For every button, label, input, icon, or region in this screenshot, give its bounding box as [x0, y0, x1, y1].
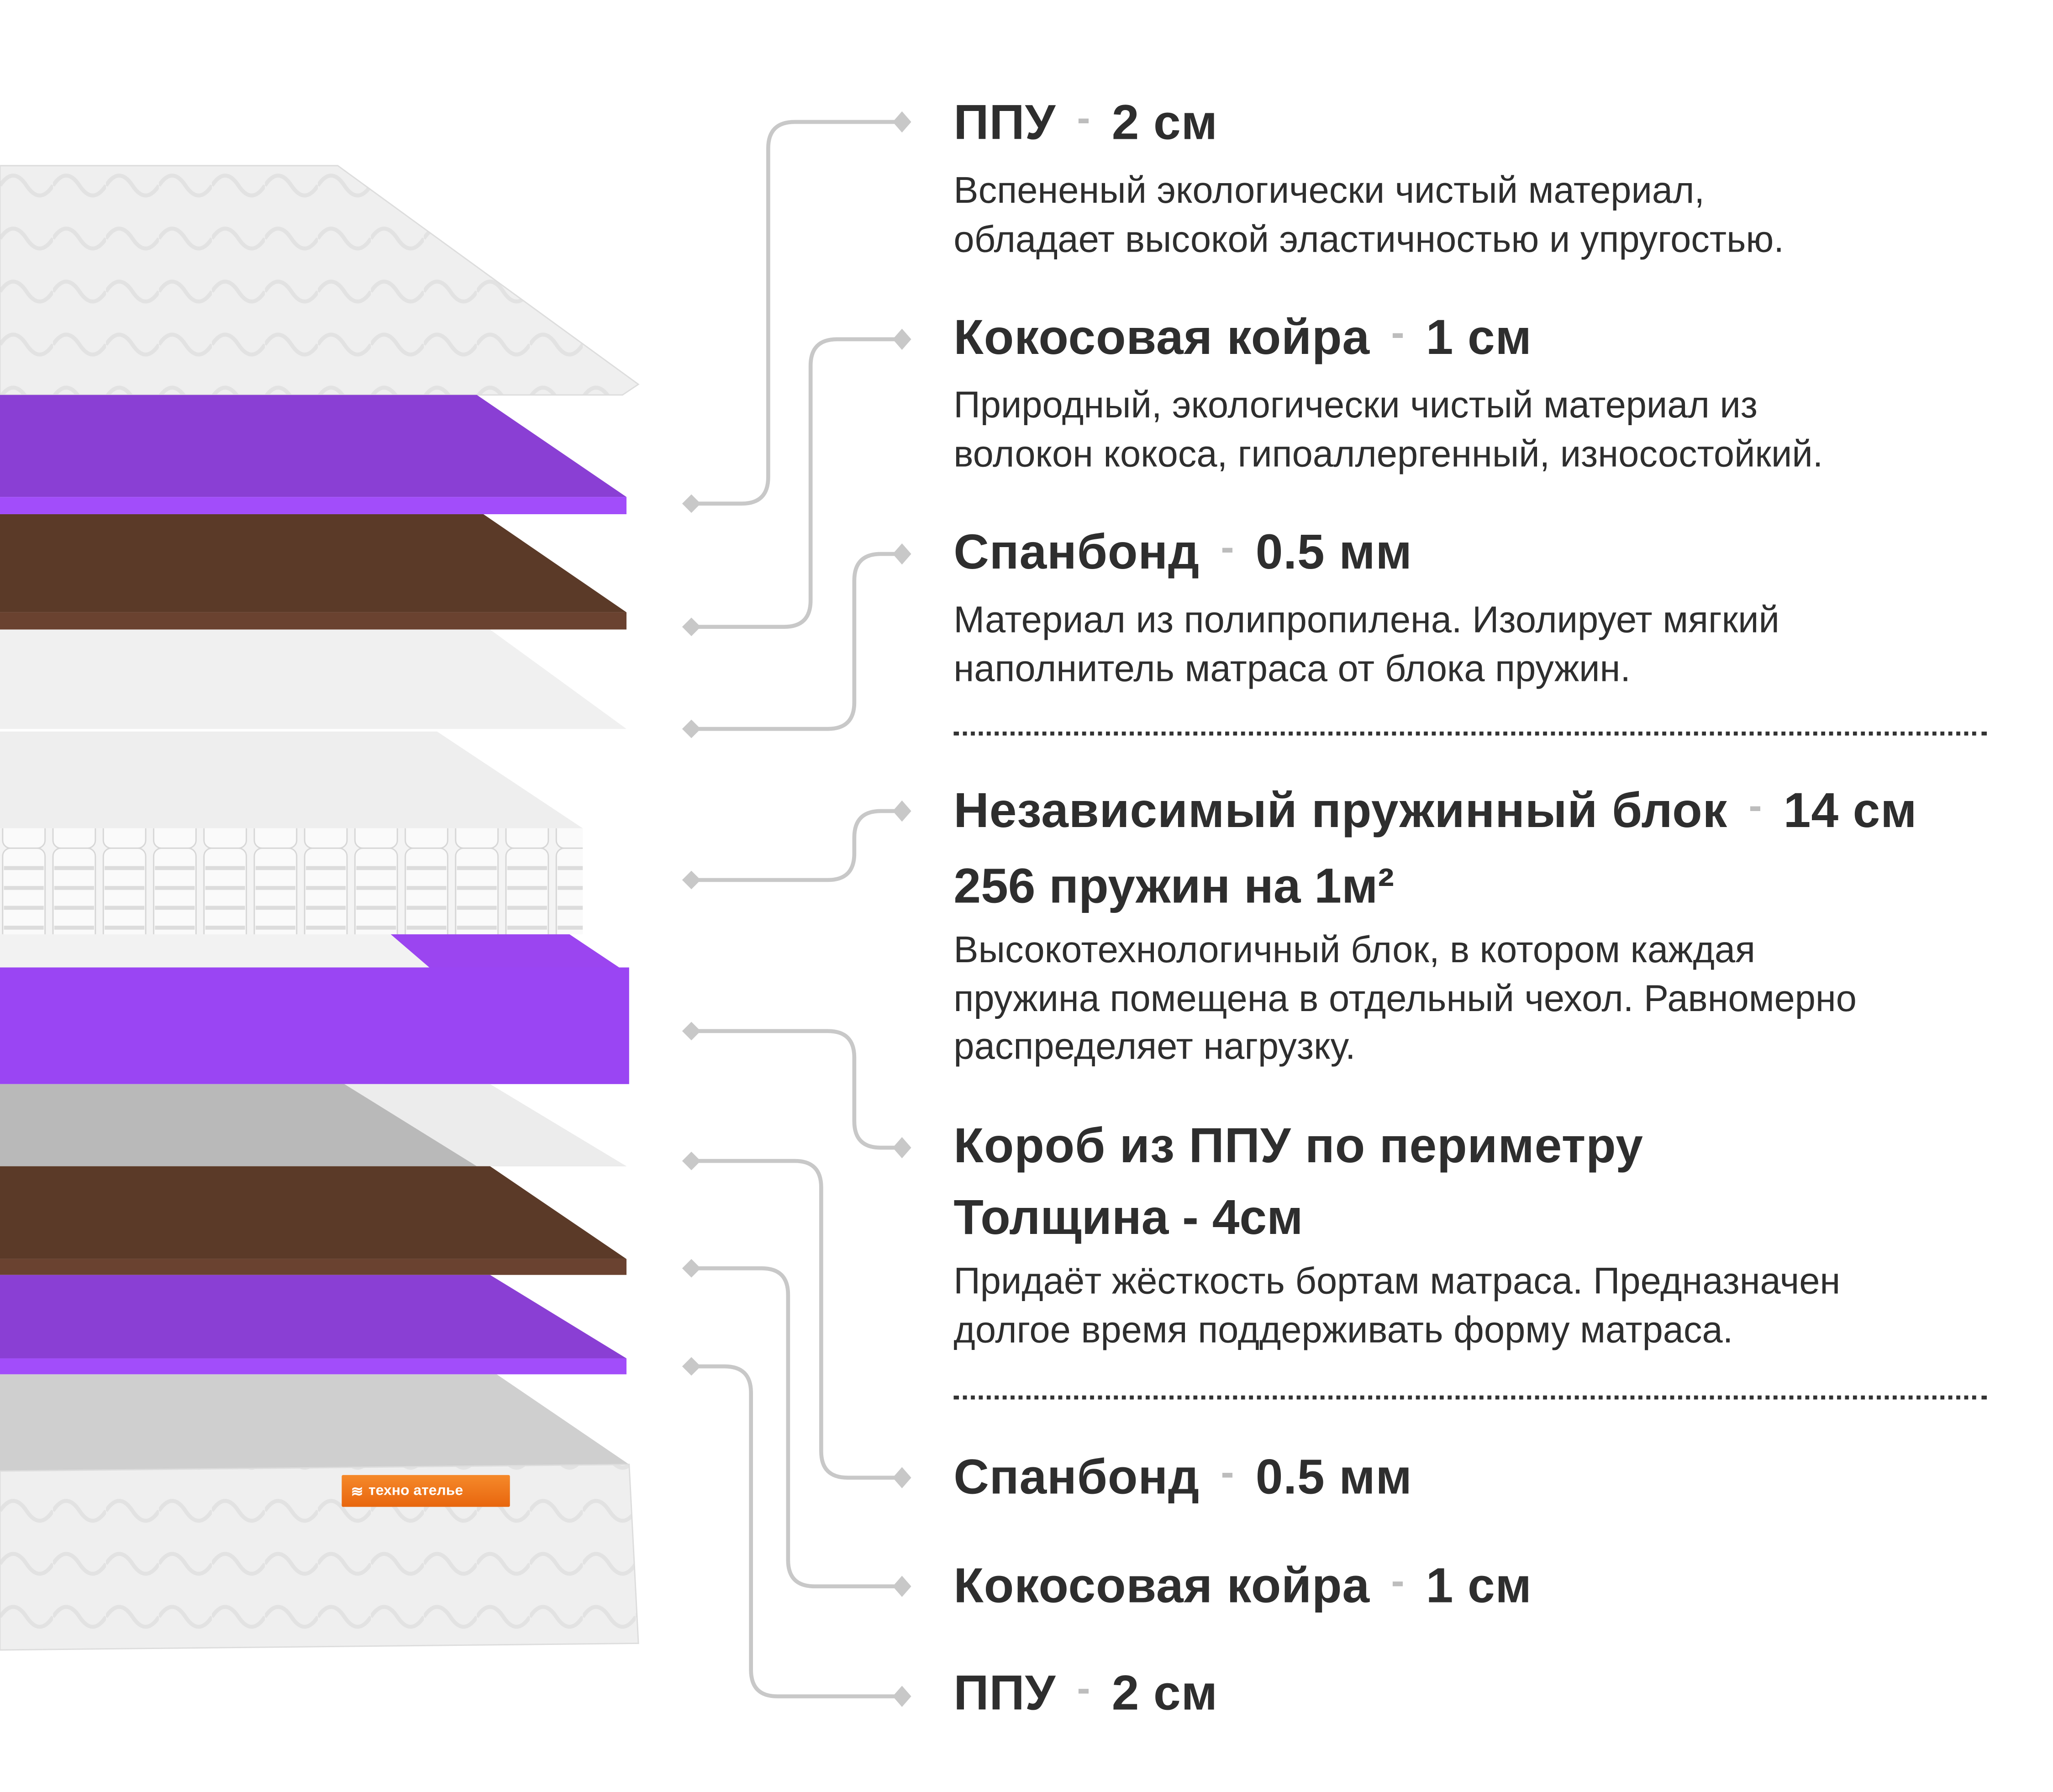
layer-info-spanbond-top: Спанбонд-0.5 мм Материал из полипропилен…: [953, 526, 1779, 693]
desc-line: долгое время поддерживать форму матраса.: [953, 1308, 1733, 1350]
brand-label: ≋ техно ателье: [342, 1475, 510, 1507]
layer-size: 1 см: [1426, 1558, 1532, 1613]
desc-line: Природный, экологически чистый материал …: [953, 384, 1758, 426]
connector-diamonds: [682, 111, 911, 1707]
connector-7: [691, 1266, 901, 1589]
layer-info-ppu-bottom: ППУ-2 см: [953, 1666, 1218, 1724]
desc-line: распределяет нагрузку.: [953, 1026, 1356, 1067]
layer-size: 2 см: [1111, 1666, 1218, 1720]
layer-size: 0.5 мм: [1255, 525, 1412, 580]
connector-3: [691, 552, 901, 731]
layer-foam-top: [0, 395, 626, 514]
separator: -: [1221, 526, 1235, 570]
connector-6: [691, 1159, 901, 1480]
desc-line: Высокотехнологичный блок, в котором кажд…: [953, 929, 1756, 970]
separator: -: [1391, 1560, 1405, 1604]
connector-8: [691, 1364, 901, 1698]
layer-spring-block: [0, 731, 583, 934]
desc-line: Материал из полипропилена. Изолирует мяг…: [953, 599, 1779, 640]
desc-line: Вспененый экологически чистый материал,: [953, 169, 1705, 211]
layer-subtitle: Толщина - 4см: [953, 1190, 1303, 1244]
layer-title: Спанбонд: [953, 1449, 1200, 1504]
layer-subtitle: 256 пружин на 1м²: [953, 859, 1395, 913]
layer-title: Короб из ППУ по периметру: [953, 1118, 1643, 1173]
layer-perimeter-box: [0, 934, 629, 1084]
desc-line: Придаёт жёсткость бортам матраса. Предна…: [953, 1260, 1841, 1302]
layer-coir-bottom: [0, 1166, 626, 1275]
layer-spanbond-bottom: [0, 1084, 626, 1166]
layer-info-spanbond-bottom: Спанбонд-0.5 мм: [953, 1449, 1412, 1508]
separator: -: [1221, 1451, 1235, 1495]
desc-line: волокон кокоса, гипоаллергенный, износос…: [953, 432, 1823, 474]
separator: -: [1748, 784, 1763, 828]
layer-size: 14 см: [1783, 783, 1917, 838]
layer-title: Кокосовая койра: [953, 310, 1370, 365]
separator: -: [1391, 311, 1405, 355]
layer-spanbond-top: [0, 629, 626, 729]
layer-foam-bottom: [0, 1275, 626, 1375]
layer-top-cover: [0, 165, 640, 396]
brand-name: техно ателье: [368, 1483, 463, 1499]
connector-5: [691, 1029, 901, 1150]
layer-title: Спанбонд: [953, 525, 1200, 580]
layer-info-coir-bottom: Кокосовая койра-1 см: [953, 1558, 1532, 1617]
layer-coir-top: [0, 514, 626, 630]
layers-logo-icon: ≋: [351, 1483, 363, 1500]
layer-info-spring-block: Независимый пружинный блок-14 см 256 пру…: [953, 783, 1917, 1071]
layer-size: 1 см: [1426, 310, 1532, 365]
connector-4: [691, 809, 901, 882]
layer-title: Кокосовая койра: [953, 1558, 1370, 1613]
separator: -: [1077, 96, 1091, 141]
layer-info-coir-top: Кокосовая койра-1 см Природный, экологич…: [953, 311, 1823, 479]
connector-2: [691, 337, 901, 629]
desc-line: пружина помещена в отдельный чехол. Равн…: [953, 977, 1857, 1019]
desc-line: наполнитель матраса от блока пружин.: [953, 647, 1631, 689]
connectors: [691, 120, 901, 1698]
layer-title: Независимый пружинный блок: [953, 783, 1728, 838]
layer-info-ppu-top: ППУ-2 см Вспененый экологически чистый м…: [953, 95, 1784, 264]
dotted-divider: [953, 1395, 1987, 1400]
connector-1: [691, 120, 901, 506]
separator: -: [1077, 1667, 1091, 1711]
layer-info-perimeter-box: Короб из ППУ по периметру Толщина - 4см …: [953, 1118, 1841, 1355]
layer-bottom-cover: [0, 1374, 639, 1651]
dotted-divider: [953, 731, 1987, 736]
layer-title: ППУ: [953, 95, 1056, 150]
layer-size: 2 см: [1111, 95, 1218, 150]
layer-size: 0.5 мм: [1255, 1449, 1412, 1504]
layer-title: ППУ: [953, 1666, 1056, 1720]
desc-line: обладает высокой эластичностью и упругос…: [953, 218, 1784, 259]
